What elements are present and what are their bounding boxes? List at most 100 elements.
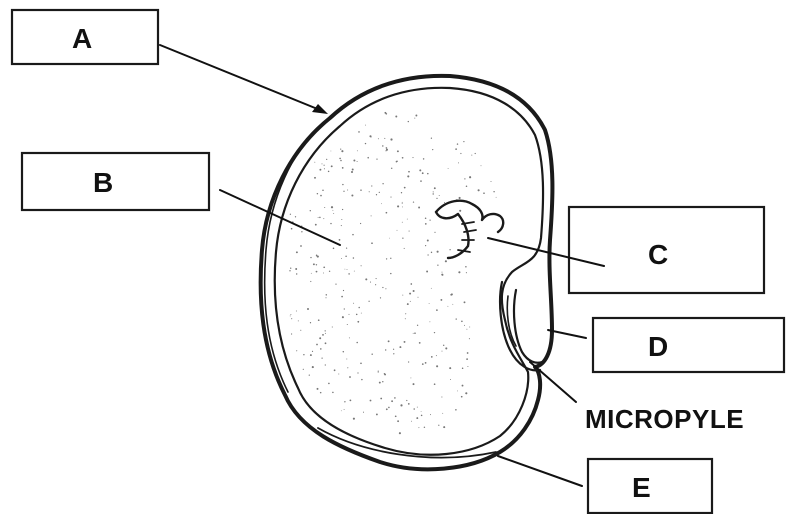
stipple-dot [353, 159, 355, 161]
stipple-dot [409, 231, 410, 232]
stipple-dot [469, 338, 470, 339]
stipple-dot [346, 359, 347, 360]
stipple-dot [318, 217, 319, 218]
stipple-dot [303, 369, 304, 370]
stipple-dot [325, 333, 326, 334]
stipple-dot [417, 407, 418, 408]
stipple-dot [376, 158, 377, 159]
stipple-dot [371, 137, 372, 138]
stipple-dot [384, 138, 385, 139]
stipple-dot [445, 260, 447, 262]
stipple-dot [341, 410, 342, 411]
label-c-text: C [648, 239, 668, 270]
stipple-dot [349, 376, 351, 378]
stipple-dot [438, 425, 439, 426]
stipple-dot [462, 385, 464, 387]
stipple-dot [340, 149, 341, 150]
stipple-dot [397, 205, 399, 207]
leader-micropyle [530, 362, 576, 402]
label-a[interactable]: A [12, 10, 158, 64]
label-b[interactable]: B [22, 153, 209, 210]
stipple-dot [382, 183, 383, 184]
stipple-dot [467, 352, 469, 354]
stipple-dot [455, 148, 457, 150]
stipple-dot [436, 198, 437, 199]
stipple-dot [385, 349, 386, 350]
stipple-dot [397, 420, 399, 422]
stipple-dot [390, 197, 391, 198]
stipple-dot [413, 383, 415, 385]
stipple-dot [368, 301, 369, 302]
stipple-dot [436, 365, 438, 367]
stipple-dot [391, 400, 393, 402]
stipple-dot [352, 169, 354, 171]
stipple-dot [301, 231, 302, 232]
stipple-dot [466, 272, 467, 273]
stipple-dot [325, 330, 326, 331]
stipple-dot [466, 329, 467, 330]
stipple-dot [361, 379, 362, 380]
stipple-dot [344, 409, 345, 410]
label-c[interactable]: C [569, 207, 764, 293]
stipple-dot [340, 160, 342, 162]
stipple-dot [402, 203, 403, 204]
stipple-dot [357, 150, 358, 151]
stipple-dot [319, 169, 321, 171]
stipple-dot [298, 320, 299, 321]
stipple-dot [300, 245, 302, 247]
stipple-dot [350, 400, 352, 402]
stipple-dot [402, 238, 403, 239]
stipple-dot [310, 210, 311, 211]
stipple-dot [405, 313, 406, 314]
stipple-dot [290, 214, 291, 215]
label-d[interactable]: D [593, 318, 784, 372]
stipple-dot [323, 273, 324, 274]
stipple-dot [431, 288, 432, 289]
stipple-dot [393, 349, 394, 350]
label-e[interactable]: E [588, 459, 712, 513]
stipple-dot [345, 256, 347, 258]
stipple-dot [316, 271, 318, 273]
stipple-dot [434, 332, 435, 333]
stipple-dot [431, 356, 433, 358]
stipple-dot [413, 408, 415, 410]
stipple-dot [407, 175, 409, 177]
stipple-dot [382, 287, 383, 288]
stipple-dot [371, 185, 372, 186]
stipple-dot [316, 254, 318, 256]
stipple-dot [457, 143, 458, 144]
stipple-dot [378, 371, 379, 372]
stipple-dot [353, 418, 355, 420]
stipple-dot [357, 321, 359, 323]
stipple-dot [409, 293, 411, 295]
stipple-dot [347, 269, 348, 270]
stipple-dot [347, 189, 348, 190]
stipple-dot [444, 202, 445, 203]
stipple-dot [376, 278, 377, 279]
stipple-dot [465, 392, 467, 394]
stipple-dot [323, 266, 325, 268]
stipple-dot [380, 297, 381, 298]
stipple-dot [371, 242, 373, 244]
stipple-dot [467, 366, 468, 367]
stipple-dot [352, 234, 354, 236]
stipple-dot [378, 138, 379, 139]
stipple-dot [331, 206, 333, 208]
stipple-dot [381, 203, 382, 204]
stipple-dot [450, 294, 452, 296]
stipple-dot [460, 153, 461, 154]
stipple-dot [351, 171, 353, 173]
stipple-dot [413, 333, 414, 334]
stipple-dot [329, 271, 330, 272]
stipple-dot [330, 223, 331, 224]
stipple-dot [429, 219, 430, 220]
stipple-dot [402, 295, 403, 296]
stipple-dot [425, 223, 427, 225]
stipple-dot [449, 367, 451, 369]
stipple-dot [421, 415, 423, 417]
stipple-dot [491, 181, 492, 182]
stipple-dot [408, 361, 409, 362]
stipple-dot [322, 189, 324, 191]
stipple-dot [379, 382, 381, 384]
stipple-dot [450, 379, 451, 380]
